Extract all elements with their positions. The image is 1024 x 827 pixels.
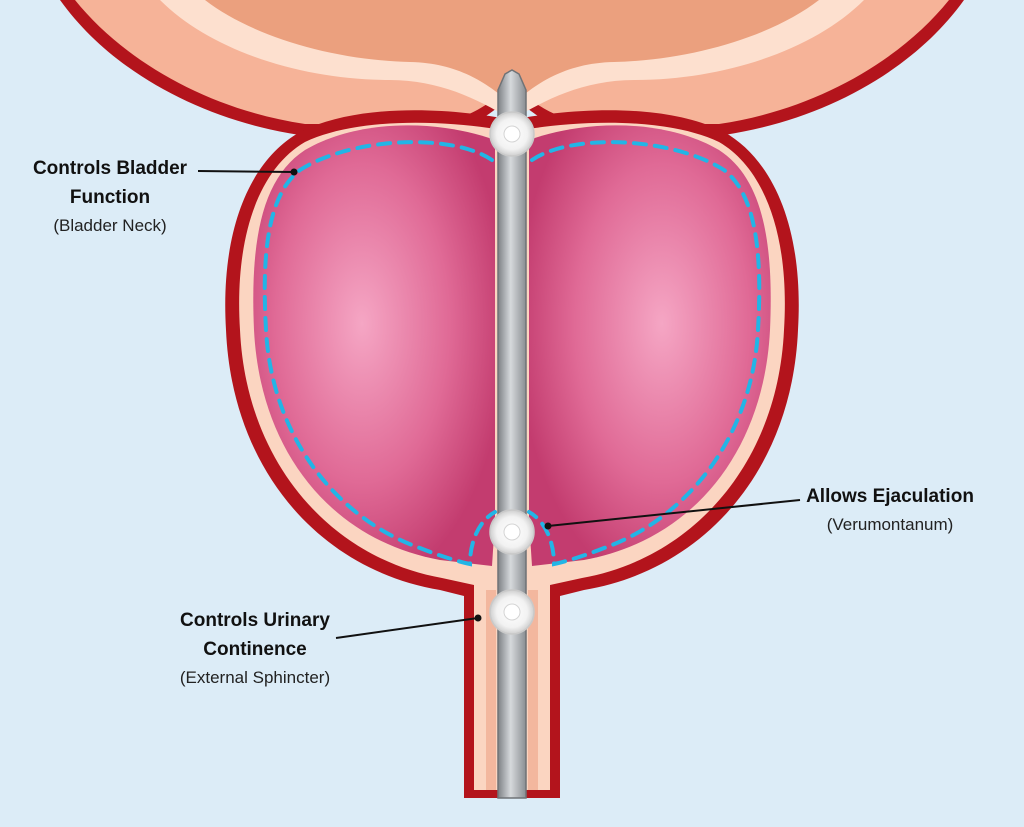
external-sphincter-subtitle: (External Sphincter) [179,668,331,687]
external-sphincter-title-line2: Continence [203,639,307,660]
external-sphincter-label: Controls Urinary Continence (External Sp… [160,606,350,692]
verumontanum-title: Allows Ejaculation [806,486,974,507]
resection-margin [262,140,762,567]
left-lobe [253,125,495,566]
bladder [60,0,964,135]
bladder-neck-title-line2: Function [69,187,151,208]
instrument-rod [497,69,527,799]
urethra-channel-left [486,590,496,790]
verumontanum-leader [547,499,801,527]
verumontanum-marker [489,509,535,555]
bladder-neck-leader [197,170,295,173]
urethra-channel-right [528,590,538,790]
external-sphincter-marker [489,589,535,635]
bladder-neck-subtitle: (Bladder Neck) [53,216,167,235]
right-dashed-margin [527,140,762,567]
leader-lines [197,168,801,639]
bladder-lumen [205,0,819,105]
bladder-neck-title-line1: Controls Bladder [32,158,188,179]
right-lobe [529,125,771,566]
bladder-neck-marker [489,111,535,157]
left-dashed-margin [262,140,497,567]
bladder-neck-label: Controls Bladder Function (Bladder Neck) [20,154,200,240]
bladder-neck-leader-dot [290,168,298,176]
prostate-lobes [253,125,771,566]
external-sphincter-leader-dot [474,614,482,622]
verumontanum-subtitle: (Verumontanum) [826,515,954,534]
verumontanum-leader-dot [544,522,552,530]
external-sphincter-leader [335,617,479,639]
verumontanum-label: Allows Ejaculation (Verumontanum) [790,482,990,539]
external-sphincter-title-line1: Controls Urinary [180,610,330,631]
